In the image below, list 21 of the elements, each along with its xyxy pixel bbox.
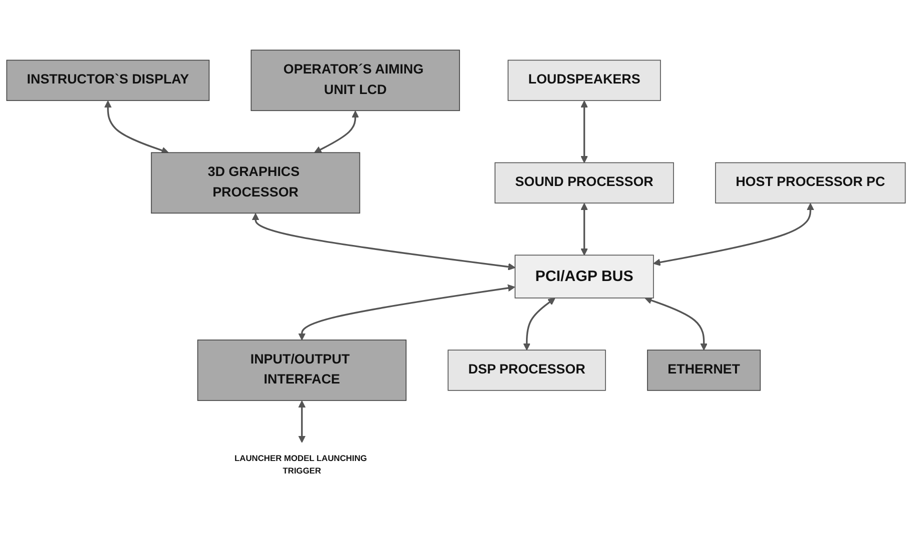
node-box: OPERATOR´S AIMING UNIT LCD (250, 50, 460, 112)
arrow (298, 284, 516, 340)
node-box: DSP PROCESSOR (448, 350, 606, 391)
arrow (523, 298, 556, 350)
arrow (580, 203, 588, 256)
arrow (104, 100, 169, 154)
node-box: PCI/AGP BUS (514, 254, 654, 298)
node-box: INSTRUCTOR`S DISPLAY (6, 60, 210, 101)
arrow (580, 100, 588, 164)
node-box: LOUDSPEAKERS (508, 60, 661, 101)
node-box: INPUT/OUTPUT INTERFACE (197, 340, 406, 401)
node-box: 3D GRAPHICS PROCESSOR (150, 152, 360, 214)
node-box: HOST PROCESSOR PC (715, 162, 906, 204)
node-text: LAUNCHER MODEL LAUNCHING TRIGGER (234, 454, 367, 476)
arrow (644, 296, 708, 350)
arrow (314, 110, 360, 153)
arrow (653, 203, 814, 266)
node-box: ETHERNET (647, 350, 761, 391)
arrow (298, 400, 306, 443)
node-box: SOUND PROCESSOR (494, 162, 674, 204)
arrow (252, 213, 516, 270)
